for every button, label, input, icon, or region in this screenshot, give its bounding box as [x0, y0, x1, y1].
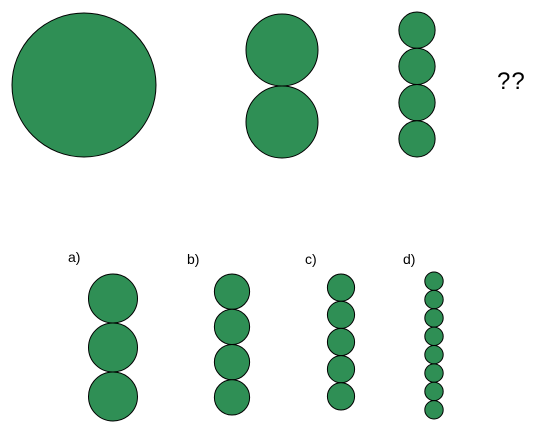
- option-a-circle: [88, 322, 138, 373]
- seq-2-stack: [245, 13, 319, 159]
- option-d-circle: [424, 308, 444, 328]
- option-d-circle: [424, 345, 444, 365]
- seq-2-circle: [245, 85, 319, 159]
- option-c-circle: [326, 327, 356, 357]
- seq-3-stack: [398, 11, 436, 158]
- option-label-c[interactable]: c): [305, 251, 317, 267]
- option-b-circle: [213, 344, 251, 381]
- option-d-stack: [424, 271, 444, 420]
- seq-3-circle: [398, 120, 436, 158]
- seq-2-circle: [245, 13, 319, 87]
- option-a-stack: [88, 273, 138, 422]
- option-d-circle: [424, 381, 444, 402]
- option-c-circle: [326, 355, 356, 384]
- seq-3-circle: [398, 11, 436, 49]
- option-d-circle: [424, 326, 444, 346]
- option-a-circle: [88, 371, 138, 422]
- option-label-d[interactable]: d): [403, 251, 416, 267]
- option-b-circle: [213, 379, 251, 416]
- option-c-circle: [326, 273, 356, 302]
- option-c-circle: [326, 300, 356, 329]
- option-b-circle: [213, 273, 251, 310]
- option-d-circle: [424, 400, 444, 420]
- question-mark: ??: [497, 68, 526, 95]
- seq-1-stack: [11, 12, 157, 158]
- seq-1-circle: [11, 12, 157, 158]
- option-label-b[interactable]: b): [187, 251, 200, 267]
- option-d-circle: [424, 271, 444, 291]
- option-c-stack: [326, 273, 356, 411]
- option-d-circle: [424, 363, 444, 383]
- seq-3-circle: [398, 47, 436, 85]
- option-c-circle: [326, 382, 356, 411]
- option-label-a[interactable]: a): [68, 249, 81, 265]
- option-b-circle: [213, 308, 251, 345]
- option-d-circle: [424, 289, 444, 310]
- option-b-stack: [213, 273, 251, 416]
- option-a-circle: [88, 273, 138, 324]
- seq-3-circle: [398, 84, 436, 122]
